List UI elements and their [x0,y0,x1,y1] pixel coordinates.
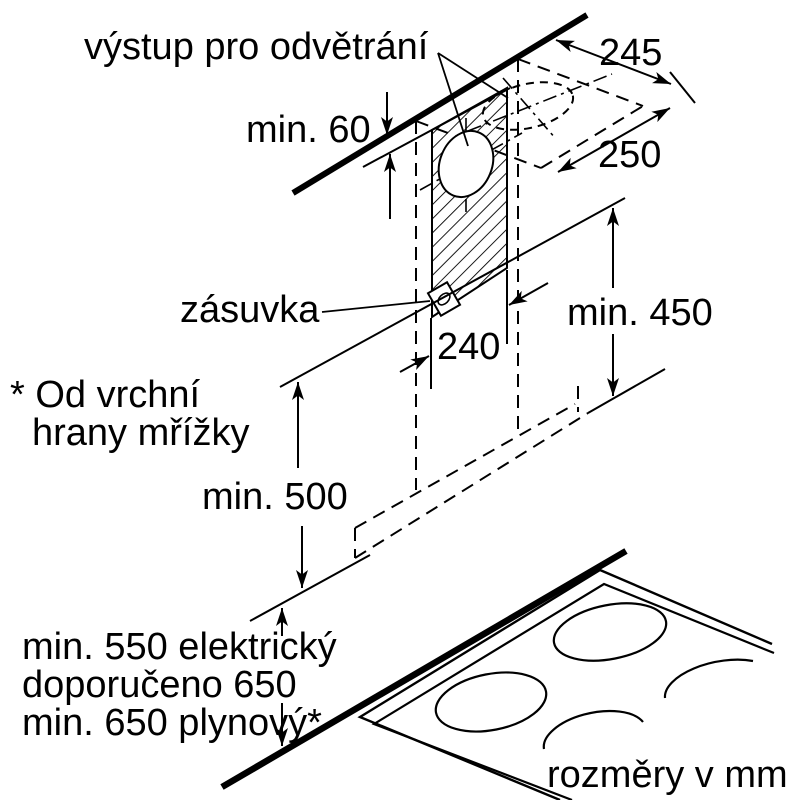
hood-bottom-wall-line [587,368,666,414]
socket-leader [321,300,431,313]
vent-hole-ceiling [481,81,575,131]
burner-left [434,671,548,733]
hob-clearance-gas-label: min. 650 plynový* [22,702,322,744]
burner-top [552,602,668,662]
units-note-label: rozměry v mm [547,754,788,796]
duct-depth-label: 250 [598,134,662,176]
grille-note-line1: * Od vrchní [10,374,201,416]
hob-clearance-recommended-label: doporučeno 650 [22,664,297,706]
ceiling-gap-label: min. 60 [246,109,371,151]
dim-duct-depth [557,107,671,173]
vent-outlet-label: výstup pro odvětrání [84,26,429,68]
hood-height-label: min. 500 [202,476,348,518]
chimney-top-line [362,87,511,168]
dim-ceiling-gap [381,92,396,219]
duct-width-label: 245 [599,32,663,74]
cooktop-back-line [220,548,628,790]
vent-hole-wall [437,130,495,198]
hob-clearance-electric-label: min. 550 elektrický [22,626,337,668]
socket-label: zásuvka [180,289,320,331]
burner-bottom-arc [542,709,644,750]
vent-outlet-leaders [437,52,509,147]
hood-top-wall-line [279,197,626,388]
dim-chimney-width [399,270,549,389]
shelf-reference-line [249,554,371,622]
duct-extension-line [669,71,696,104]
wall-clearance-label: min. 450 [567,292,713,334]
ceiling-line [291,12,589,196]
chimney-width-label: 240 [437,326,501,368]
dim-duct-width [555,39,672,85]
dim-hood-height [292,382,308,588]
grille-note-line2: hrany mřížky [32,412,250,454]
hood-body-outline [354,386,589,559]
cooktop-surface [357,568,775,800]
burner-right-arc [663,658,754,699]
